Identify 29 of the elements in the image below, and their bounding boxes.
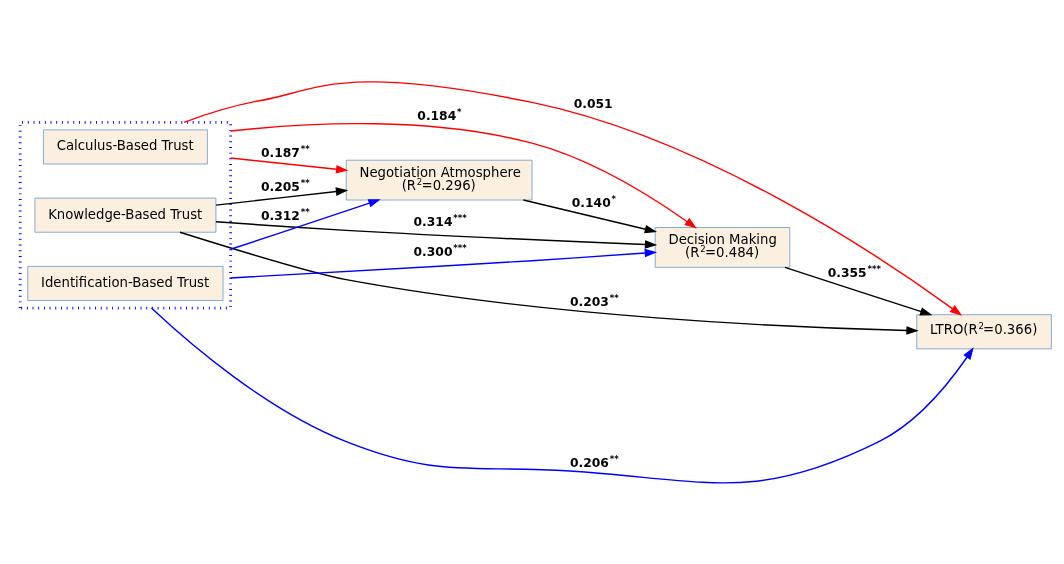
arrow bbox=[215, 186, 349, 206]
arrow bbox=[183, 80, 963, 316]
node-box: Decision Making (R$^{2}$=0.484) bbox=[654, 226, 791, 268]
edge-label: 0.206$^{**}$ bbox=[569, 453, 619, 470]
edge-label: 0.203$^{**}$ bbox=[569, 292, 619, 309]
arrow bbox=[229, 156, 349, 174]
node-box: LTRO(R$^{2}$=0.366) bbox=[916, 313, 1052, 349]
arrow bbox=[229, 248, 658, 279]
cluster bbox=[18, 120, 233, 309]
edge-label: 0.314$^{***}$ bbox=[413, 212, 467, 229]
arrow bbox=[784, 266, 933, 316]
edge-label: 0.187$^{**}$ bbox=[260, 143, 310, 160]
edge-label: 0.140$^{*}$ bbox=[571, 193, 617, 210]
edge-label: 0.184$^{*}$ bbox=[417, 106, 462, 123]
arrow bbox=[522, 198, 658, 233]
node-box: Knowledge-Based Trust bbox=[34, 197, 217, 233]
arrow bbox=[229, 198, 381, 250]
edge-label: 0.300$^{***}$ bbox=[413, 242, 467, 259]
node-box: Negotiation Atmosphere (R$^{2}$=0.296) bbox=[345, 159, 533, 200]
edge-label: 0.051 bbox=[573, 96, 613, 111]
arrow bbox=[229, 122, 697, 229]
edge-label: 0.355$^{***}$ bbox=[827, 263, 881, 280]
node-box: Calculus-Based Trust bbox=[42, 128, 208, 164]
arrow bbox=[215, 220, 658, 249]
edge-label: 0.312$^{**}$ bbox=[260, 206, 310, 223]
edge-label: 0.205$^{**}$ bbox=[260, 177, 310, 194]
node-box: Identification-Based Trust bbox=[27, 265, 224, 301]
arrow bbox=[179, 231, 919, 335]
arrow bbox=[150, 306, 974, 484]
